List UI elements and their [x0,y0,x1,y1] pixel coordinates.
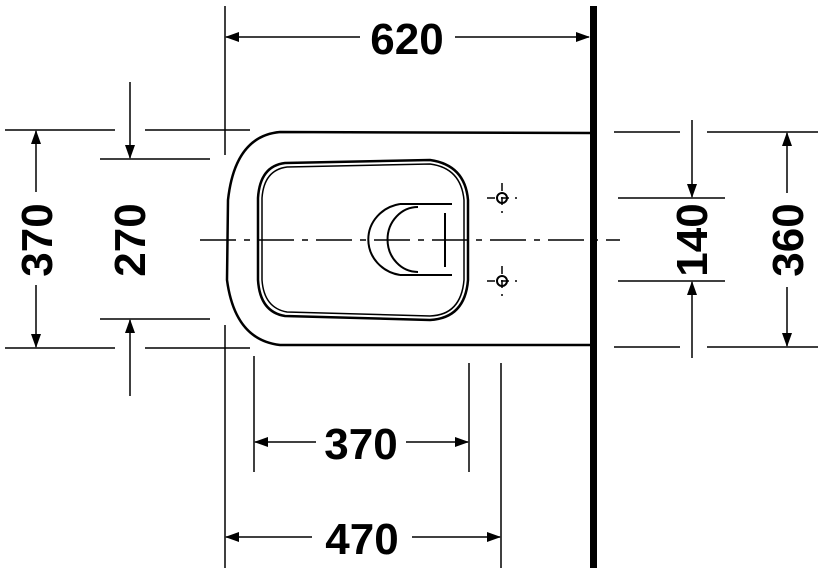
fixing-hole-icon [487,266,517,296]
seat-opening-outer [256,158,470,322]
outlet-outer-arc [367,203,401,276]
toilet-bowl-outline [225,130,593,347]
dimension-overall-length: 620 [370,15,443,64]
dimension-mid-length: 470 [325,515,398,564]
dimension-overall-width: 370 [13,203,62,276]
seat-opening-inner [261,163,465,317]
dimension-wall-width: 360 [764,203,813,276]
dimension-seat-opening-width: 270 [106,203,155,276]
wall-line [590,6,597,568]
dimension-inner-length: 370 [324,420,397,469]
fixing-hole-icon [487,183,517,213]
dimension-fixing-hole-spacing: 140 [668,203,717,276]
